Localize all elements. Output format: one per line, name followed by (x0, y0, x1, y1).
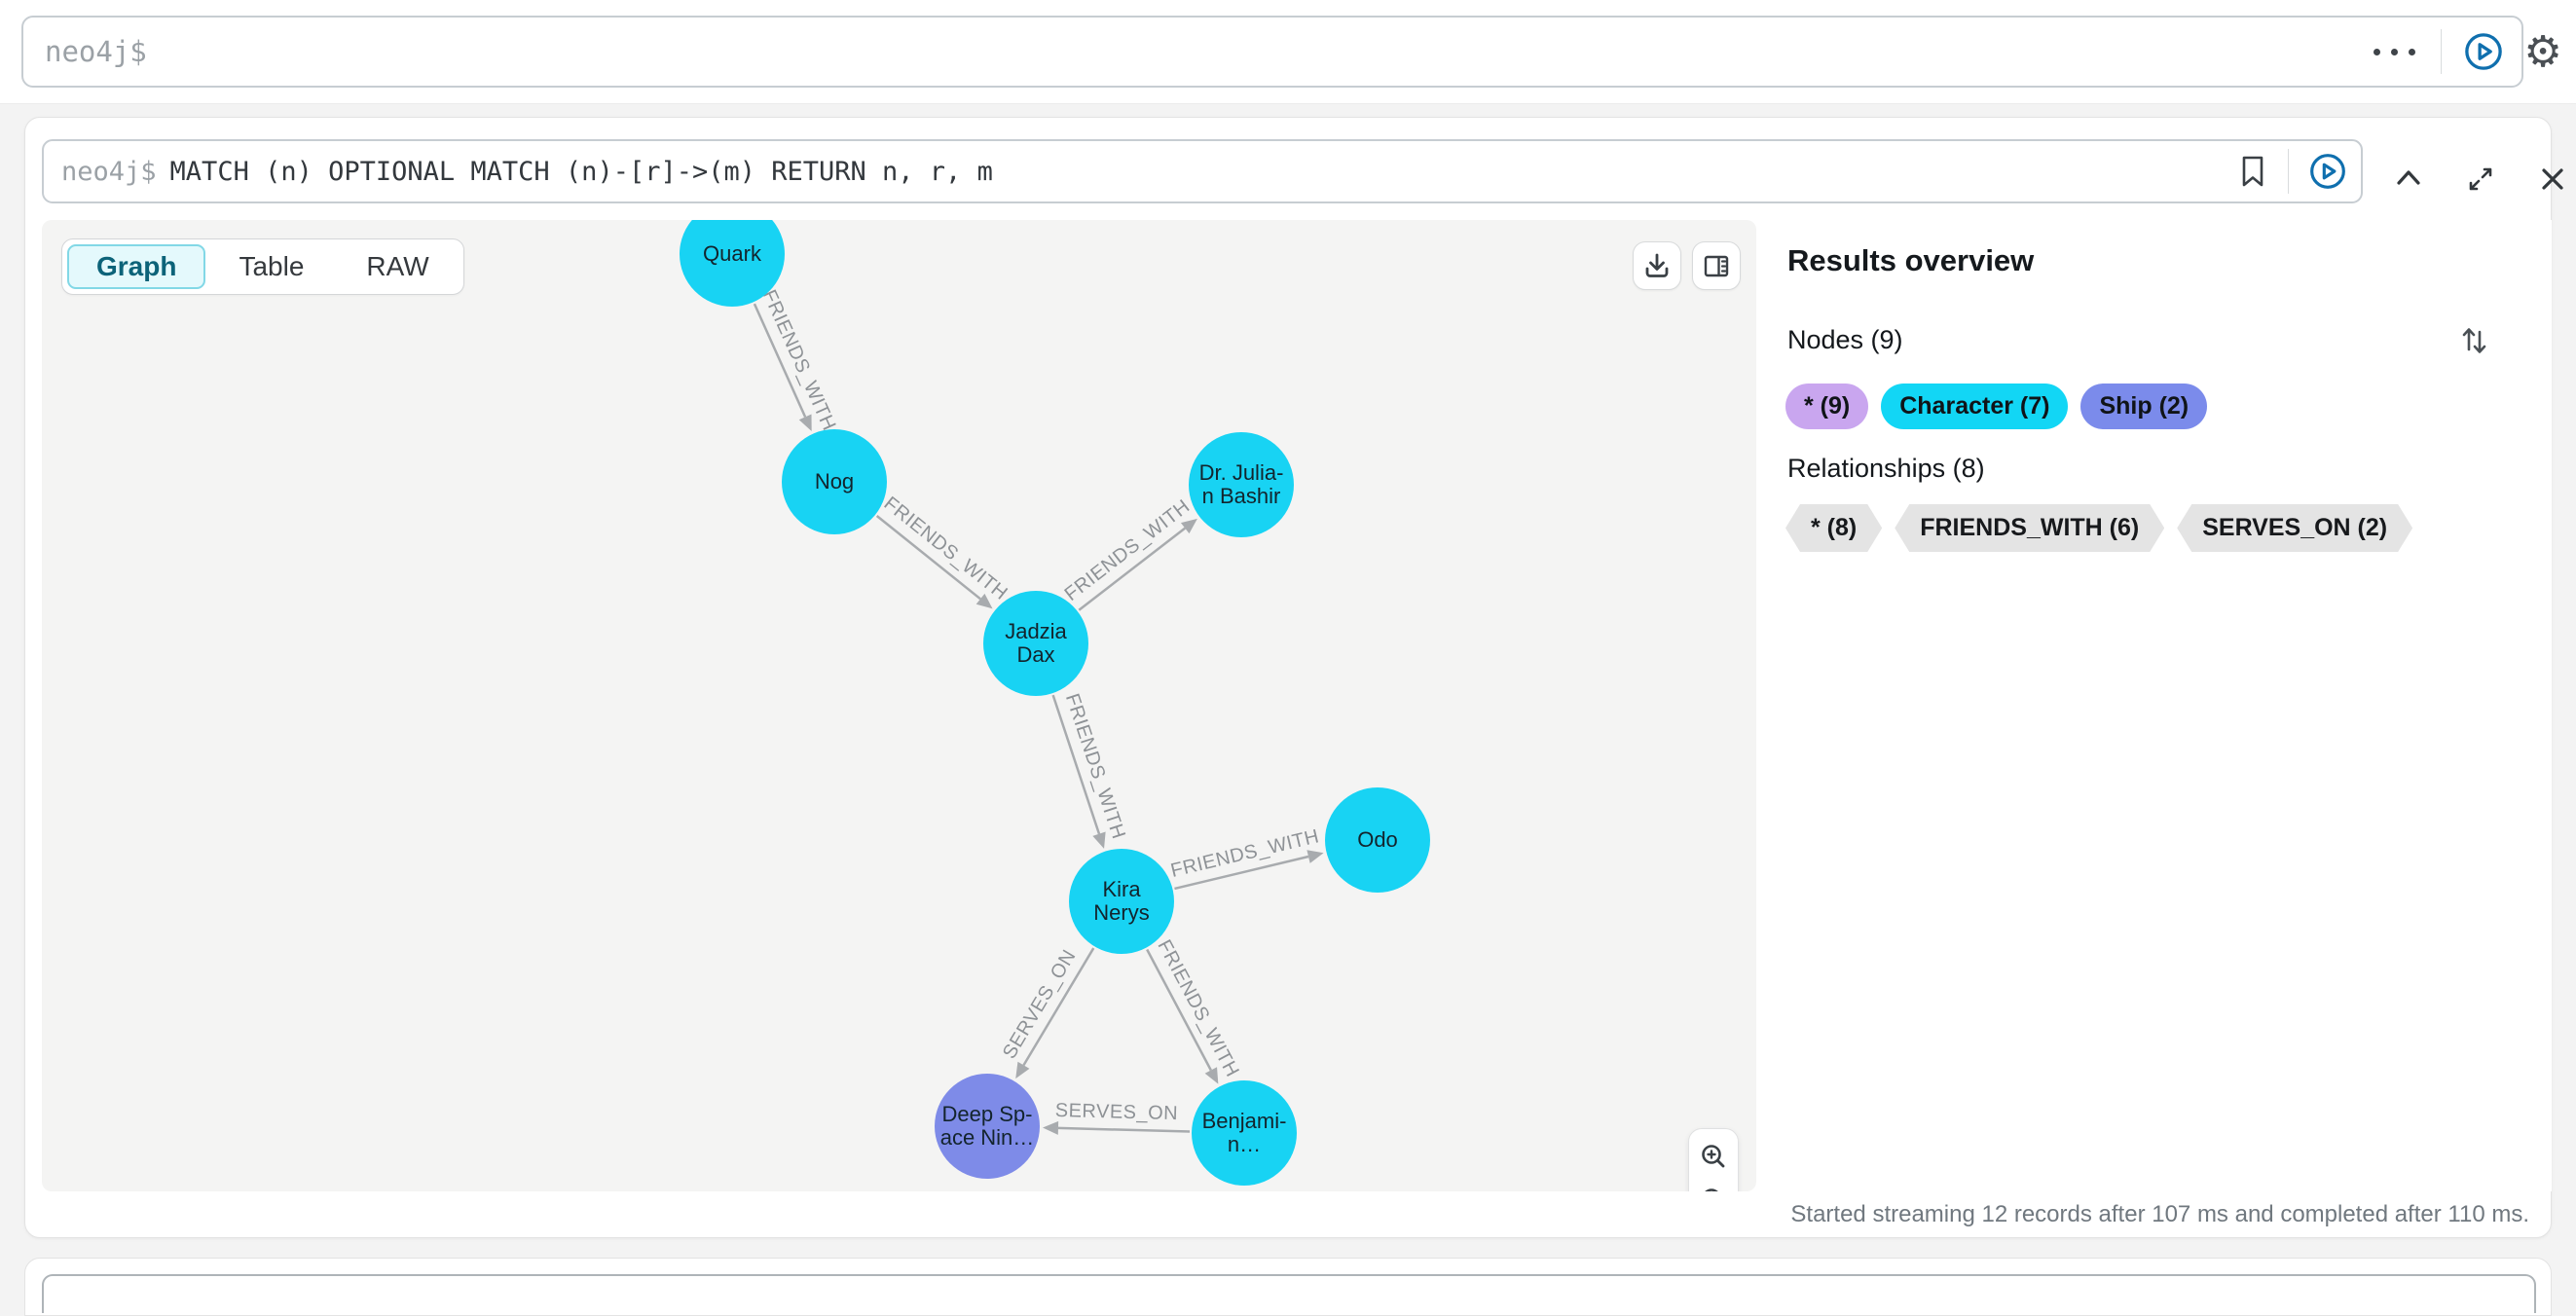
expand-card-button[interactable] (2459, 159, 2502, 200)
relationship-type-badge[interactable]: * (8) (1785, 504, 1882, 552)
graph-node-ds9[interactable]: Deep Sp-ace Nin… (935, 1074, 1040, 1179)
node-label-pill[interactable]: Character (7) (1881, 384, 2069, 429)
edge-label[interactable]: SERVES_ON (1055, 1100, 1179, 1124)
zoom-in-button[interactable] (1697, 1140, 1730, 1173)
chevron-up-icon (2397, 170, 2420, 185)
tab-raw[interactable]: RAW (337, 244, 458, 289)
edge-label[interactable]: FRIENDS_WITH (880, 493, 1012, 604)
more-options-icon[interactable] (2366, 48, 2423, 55)
sort-button[interactable] (2452, 317, 2495, 362)
command-input[interactable]: neo4j$ (21, 16, 2523, 88)
next-query-card (24, 1258, 2552, 1316)
graph-node-sisko[interactable]: Benjami-n… (1192, 1080, 1297, 1186)
download-button[interactable] (1633, 241, 1681, 290)
node-label-pill[interactable]: * (9) (1785, 384, 1869, 429)
result-card: neo4j$ MATCH (n) OPTIONAL MATCH (n)-[r]-… (24, 117, 2563, 1238)
results-overview-title: Results overview (1787, 243, 2035, 277)
query-text: MATCH (n) OPTIONAL MATCH (n)-[r]->(m) RE… (169, 156, 993, 187)
relationship-type-badges: * (8) FRIENDS_WITH (6) SERVES_ON (2) (1785, 504, 2412, 552)
nodes-heading: Nodes (9) (1787, 325, 1903, 354)
edge-label[interactable]: FRIENDS_WITH (1061, 495, 1195, 605)
graph-edges-layer: FRIENDS_WITH FRIENDS_WITH FRIENDS_WITH FRIE… (753, 287, 1324, 1135)
graph-node-odo[interactable]: Odo (1325, 787, 1430, 893)
next-query-editor[interactable] (42, 1274, 2536, 1313)
node-label-pills: * (9) Character (7)Ship (2) (1785, 384, 2208, 429)
graph-node-quark[interactable]: Quark (680, 220, 785, 307)
edge-label[interactable]: SERVES_ON (999, 946, 1081, 1063)
sort-arrows-icon (2462, 328, 2486, 353)
zoom-out-icon (1705, 1188, 1718, 1191)
query-prompt: neo4j$ (61, 156, 157, 187)
command-prompt-placeholder: neo4j$ (45, 35, 147, 68)
results-overview-panel: Results overview Nodes (9) * (9) Characte… (1756, 220, 2552, 1191)
status-strip: Started streaming 12 records after 107 m… (25, 1191, 2551, 1237)
gear-icon: ⚙ (2523, 27, 2562, 77)
tab-table[interactable]: Table (209, 244, 333, 289)
edge-label[interactable]: FRIENDS_WITH (758, 287, 840, 434)
edge-label[interactable]: FRIENDS_WITH (1153, 936, 1242, 1080)
bookmark-icon (2242, 156, 2263, 187)
relationships-heading: Relationships (8) (1787, 454, 1985, 483)
status-text: Started streaming 12 records after 107 m… (1790, 1200, 2529, 1227)
divider (2441, 29, 2442, 74)
relationship-type-badge[interactable]: SERVES_ON (2) (2177, 504, 2412, 552)
zoom-controls (1688, 1128, 1739, 1191)
settings-button[interactable]: ⚙ (2518, 27, 2568, 78)
graph-canvas[interactable]: FRIENDS_WITH FRIENDS_WITH FRIENDS_WITH FRIE… (42, 220, 1756, 1191)
close-icon (2542, 168, 2563, 190)
download-icon (1645, 253, 1669, 277)
graph-node-nog[interactable]: Nog (782, 429, 887, 534)
play-icon (2465, 33, 2502, 70)
tab-graph[interactable]: Graph (67, 244, 206, 289)
edge-label[interactable]: FRIENDS_WITH (1168, 825, 1321, 882)
bookmark-button[interactable] (2233, 150, 2272, 193)
run-query-button[interactable] (2459, 27, 2508, 76)
divider (2288, 149, 2289, 194)
zoom-in-icon (1702, 1145, 1725, 1168)
collapse-card-button[interactable] (2387, 159, 2430, 200)
relationship-type-badge[interactable]: FRIENDS_WITH (6) (1895, 504, 2164, 552)
query-editor[interactable]: neo4j$ MATCH (n) OPTIONAL MATCH (n)-[r]-… (42, 139, 2363, 203)
graph-node-bashir[interactable]: Dr. Julia-n Bashir (1189, 432, 1294, 537)
toggle-side-panel-button[interactable] (1692, 241, 1741, 290)
top-command-bar: neo4j$ ⚙ (0, 0, 2576, 104)
side-panel-icon (1704, 255, 1729, 277)
zoom-out-button[interactable] (1697, 1184, 1730, 1191)
expand-icon (2469, 167, 2492, 191)
close-card-button[interactable] (2531, 159, 2574, 200)
node-label-pill[interactable]: Ship (2) (2080, 384, 2208, 429)
rerun-query-button[interactable] (2304, 148, 2351, 195)
play-icon (2310, 154, 2345, 189)
